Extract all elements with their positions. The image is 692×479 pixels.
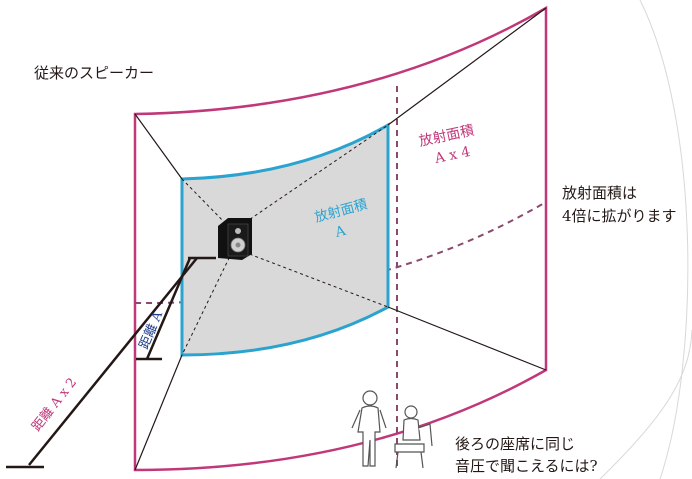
speaker-icon [218,218,252,260]
background-arcs [599,0,692,479]
outer-area-value: A x 4 [432,144,471,167]
projection-lines [134,7,547,471]
seated-person-icon [394,405,433,469]
distance-a2-bracket [6,257,198,469]
inner-guides [181,124,389,356]
standing-person-icon [351,390,387,467]
distance-a2-label: 距離 A x 2 [29,375,80,434]
inner-area-value: A [333,223,349,242]
right-note-line2: 4倍に拡がります [562,207,677,225]
distance-a-label: 距離 A [137,309,166,352]
page-title: 従来のスピーカー [34,64,154,82]
bottom-note-line2: 音圧で聞こえるには? [455,457,598,475]
right-note-line1: 放射面積は [562,184,637,202]
bottom-note-line1: 後ろの座席に同じ [455,435,575,453]
inner-radiation-surface [180,122,390,357]
